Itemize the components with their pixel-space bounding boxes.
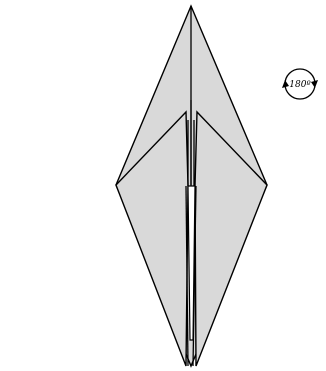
rotation-indicator: 180º: [282, 69, 318, 99]
left-flap: [116, 112, 188, 366]
rotation-label: 180º: [289, 80, 311, 90]
folded-kite: [116, 6, 267, 366]
right-flap: [195, 112, 267, 366]
